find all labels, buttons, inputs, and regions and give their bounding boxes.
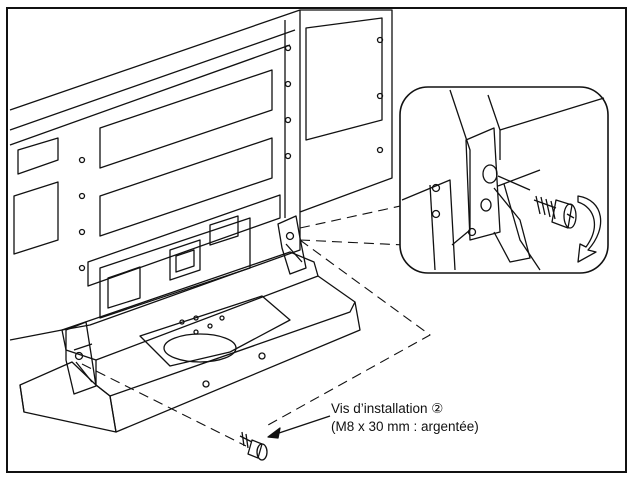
stand-base (19, 251, 361, 433)
callout-leader (267, 415, 331, 439)
loose-screw-icon (239, 431, 268, 461)
screw-icon (533, 195, 577, 229)
callout-screw-spec: (M8 x 30 mm : argentée) (331, 419, 479, 434)
callout-screw-name: Vis d’installation ② (331, 401, 444, 416)
projection-lines (81, 204, 431, 447)
left-bracket (65, 321, 97, 395)
panel-screw-holes (78, 36, 384, 272)
detail-inset (399, 86, 609, 274)
right-bracket (277, 215, 307, 275)
rotation-arrow-icon (577, 195, 602, 263)
monitor-back-panel (9, 9, 393, 341)
